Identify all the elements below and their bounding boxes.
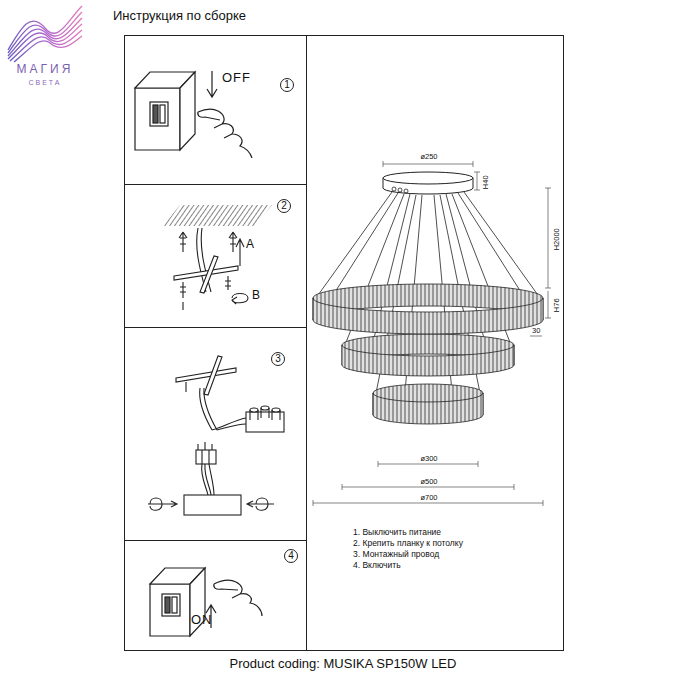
wiring — [148, 356, 284, 515]
instruction-item: 3. Монтажный провод — [353, 550, 439, 560]
dimension: ø700 — [420, 494, 437, 503]
dimension: H2000 — [553, 228, 562, 250]
dimension: H76 — [553, 298, 562, 312]
instruction-item: 1. Выключить питание — [353, 528, 441, 538]
dimension: 30 — [532, 327, 540, 336]
step-panel: 3 — [124, 327, 307, 541]
dimension: ø300 — [420, 455, 437, 464]
switch-label: OFF — [222, 71, 251, 86]
chandelier — [313, 172, 543, 424]
step-number: 4 — [284, 549, 298, 563]
dimension: ø500 — [420, 478, 437, 487]
dimension-lines — [313, 161, 551, 506]
switch-label: B — [252, 289, 260, 303]
switch-on — [150, 568, 262, 636]
step-panel: ø250H40H2000H76 30 ø300 ø500 ø700 1. Выключит… — [306, 35, 564, 651]
logo-waves — [8, 6, 82, 62]
step-number: 2 — [277, 199, 291, 213]
dimension: H40 — [482, 175, 491, 189]
step-panel: 2A B — [124, 184, 307, 328]
caption: Product coding: MUSIKA SP150W LED — [230, 657, 457, 672]
step-number: 3 — [271, 352, 285, 366]
ceiling-mount — [163, 205, 272, 310]
switch-label: ON — [191, 613, 213, 628]
logo-text: МАГИЯ — [17, 63, 74, 77]
step-panel: 4ON — [124, 540, 307, 651]
dimension: ø250 — [420, 153, 437, 162]
step-number: 1 — [280, 78, 294, 92]
title: Инструкция по сборке — [113, 9, 246, 24]
instruction-item: 4. Включить — [353, 561, 401, 571]
switch-label: A — [246, 238, 254, 252]
switch-off — [135, 71, 252, 158]
step-panel: 1 OFF — [124, 35, 307, 185]
instruction-item: 2. Крепить планку к потолку — [353, 539, 463, 549]
logo-text: СВЕТА — [28, 79, 61, 87]
